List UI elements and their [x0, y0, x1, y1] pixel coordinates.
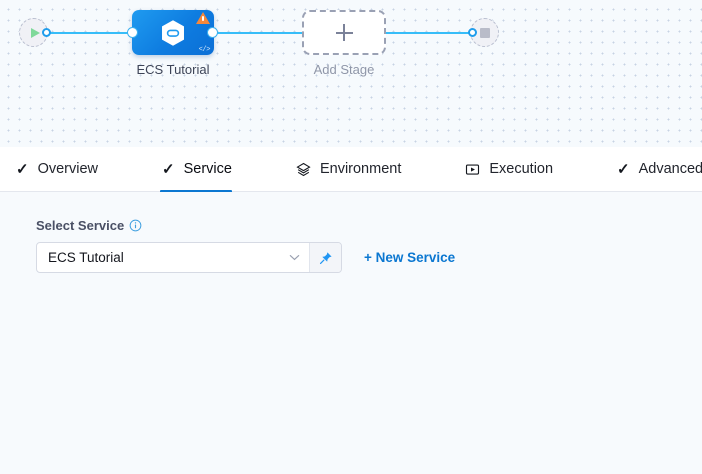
check-icon: ✓ — [162, 160, 175, 178]
play-box-icon — [466, 163, 480, 175]
tab-overview[interactable]: ✓ Overview — [14, 147, 116, 192]
code-glyph-icon: </> — [198, 46, 211, 54]
service-select[interactable]: ECS Tutorial — [37, 243, 309, 272]
tab-environment[interactable]: Environment — [294, 147, 419, 192]
add-stage-button[interactable] — [302, 10, 386, 55]
select-service-label-row: Select Service — [36, 218, 702, 233]
tab-environment-label: Environment — [319, 161, 402, 177]
warning-triangle-icon — [196, 12, 210, 24]
tab-overview-label: Overview — [37, 161, 99, 177]
stop-icon — [479, 27, 490, 38]
service-select-row: ECS Tutorial + New Service — [36, 242, 702, 273]
tab-execution[interactable]: Execution — [463, 147, 571, 192]
harness-hexagon-icon — [162, 19, 184, 46]
pin-icon — [319, 251, 332, 264]
edge-start-to-stage — [45, 32, 134, 34]
layers-icon — [296, 162, 311, 176]
add-stage-label: Add Stage — [313, 62, 375, 77]
select-service-label: Select Service — [36, 218, 125, 233]
check-icon: ✓ — [617, 160, 630, 178]
tab-service-label: Service — [183, 161, 232, 177]
tab-advanced-label: Advanced — [638, 161, 702, 177]
stage-node-output-port[interactable] — [208, 28, 217, 37]
info-icon[interactable] — [129, 219, 142, 232]
plus-icon — [335, 24, 353, 41]
tab-execution-label: Execution — [489, 161, 554, 177]
chevron-down-icon — [289, 255, 300, 261]
step-tabs: ✓ Overview ✓ Service Environment Executi… — [0, 147, 702, 193]
pipeline-canvas[interactable]: </> ECS Tutorial Add Stage — [0, 0, 702, 147]
end-node-port[interactable] — [468, 28, 477, 37]
play-icon — [30, 27, 40, 38]
start-node-port[interactable] — [42, 28, 51, 37]
edge-stage-to-add — [215, 32, 302, 34]
stage-node-label: ECS Tutorial — [136, 62, 210, 77]
tab-advanced[interactable]: ✓ Advanced — [615, 147, 702, 192]
service-select-value: ECS Tutorial — [48, 250, 124, 265]
tab-service[interactable]: ✓ Service — [160, 147, 250, 193]
check-icon: ✓ — [16, 160, 29, 178]
service-step-content: Select Service ECS Tutorial + New Servic… — [0, 192, 702, 474]
pin-service-button[interactable] — [309, 243, 341, 272]
edge-add-to-end — [386, 32, 472, 34]
stage-node-ecs-tutorial[interactable]: </> — [132, 10, 214, 55]
service-select-wrapper: ECS Tutorial — [36, 242, 342, 273]
new-service-link[interactable]: + New Service — [364, 250, 456, 265]
stage-node-input-port[interactable] — [128, 28, 137, 37]
